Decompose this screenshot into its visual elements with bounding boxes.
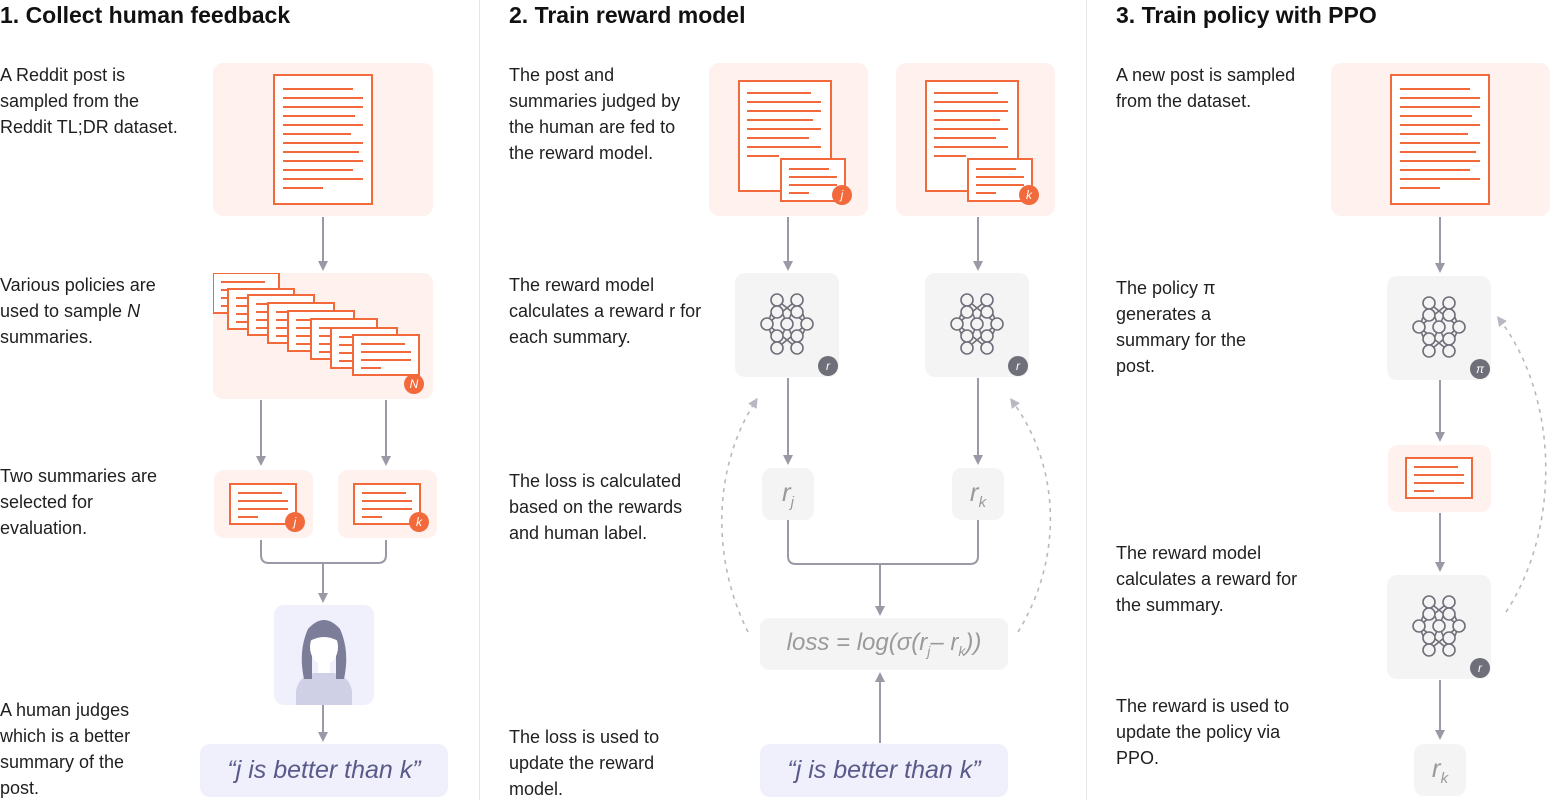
post-with-summary-k-box: k	[896, 63, 1055, 216]
r-badge: r	[1470, 658, 1490, 678]
document-icon	[1390, 74, 1490, 205]
reward-rk-box: rk	[1414, 744, 1466, 796]
panel-1-step-2-text: Various policies are used to sample N su…	[0, 275, 156, 347]
post-with-summary-j-box: j	[709, 63, 868, 216]
dashed-update-left	[721, 397, 758, 633]
panel-1-title: 1. Collect human feedback	[0, 2, 291, 28]
reward-model-right-box: r	[925, 273, 1029, 377]
loss-formula: loss = log(σ(rj– rk))	[786, 629, 982, 659]
panel-2-step-4-text: The loss is used to update the reward mo…	[509, 727, 660, 799]
panel-2-step-3-text: The loss is calculated based on the rewa…	[509, 471, 683, 543]
policy-model-box: π	[1387, 276, 1491, 380]
panel-3-step-2-text: The policy π generates a summary for the…	[1116, 278, 1247, 376]
summary-k-box: k	[338, 470, 437, 538]
reward-rj-label: rj	[781, 476, 794, 512]
j-badge: j	[285, 512, 305, 532]
j-badge: j	[832, 185, 852, 205]
reward-rk-label: rk	[969, 476, 987, 512]
reward-model-left-box: r	[735, 273, 839, 377]
neural-network-icon	[950, 293, 1004, 355]
dashed-update-policy	[1497, 315, 1547, 613]
k-badge: k	[1019, 185, 1039, 205]
human-label-box: “j is better than k”	[760, 744, 1008, 797]
dashed-update-right	[1010, 397, 1052, 633]
loss-formula-box: loss = log(σ(rj– rk))	[760, 618, 1008, 670]
human-judgement-box: “j is better than k”	[200, 744, 448, 797]
panel-3-step-3-text: The reward model calculates a reward for…	[1116, 543, 1298, 615]
generated-summary-box	[1388, 445, 1491, 512]
panel-2-step-2-text: The reward model calculates a reward r f…	[509, 275, 702, 347]
neural-network-icon	[1412, 595, 1466, 657]
r-badge: r	[1008, 356, 1028, 376]
summary-icon	[1405, 457, 1473, 499]
reddit-post-box	[213, 63, 433, 216]
panel-2-step-1-text: The post and summaries judged by the hum…	[509, 65, 681, 163]
r-badge: r	[818, 356, 838, 376]
neural-network-icon	[1412, 296, 1466, 358]
n-badge: N	[404, 374, 424, 394]
panel-1-step-1-text: A Reddit post is sampled from the Reddit…	[0, 65, 178, 137]
human-judge-box	[274, 605, 374, 705]
connector-summaries-to-human	[260, 540, 387, 564]
document-icon	[273, 74, 373, 205]
panel-3-step-4-text: The reward is used to update the policy …	[1116, 696, 1290, 768]
post-summary-k-icon	[925, 80, 1033, 202]
panel-2-title: 2. Train reward model	[509, 2, 746, 28]
sampled-summaries-box: N	[213, 273, 433, 399]
k-badge: k	[409, 512, 429, 532]
panel-1-step-3-text: Two summaries are selected for evaluatio…	[0, 466, 158, 538]
summary-k-icon	[353, 483, 421, 525]
pi-badge: π	[1470, 359, 1490, 379]
reward-rk-box: rk	[952, 468, 1004, 520]
new-post-box	[1331, 63, 1550, 216]
panel-divider-2	[1086, 0, 1087, 800]
summary-stack-icon	[213, 273, 420, 376]
panel-3-step-1-text: A new post is sampled from the dataset.	[1116, 65, 1296, 111]
reward-rk-label: rk	[1431, 752, 1449, 788]
neural-network-icon	[760, 293, 814, 355]
human-avatar-icon	[296, 620, 352, 705]
connector-rewards-to-loss	[787, 520, 979, 565]
summary-j-box: j	[214, 470, 313, 538]
panel-3-title: 3. Train policy with PPO	[1116, 2, 1377, 28]
panel-1-step-4-text: A human judges which is a better summary…	[0, 700, 131, 798]
panel-divider-1	[479, 0, 480, 800]
reward-rj-box: rj	[762, 468, 814, 520]
reward-model-box: r	[1387, 575, 1491, 679]
